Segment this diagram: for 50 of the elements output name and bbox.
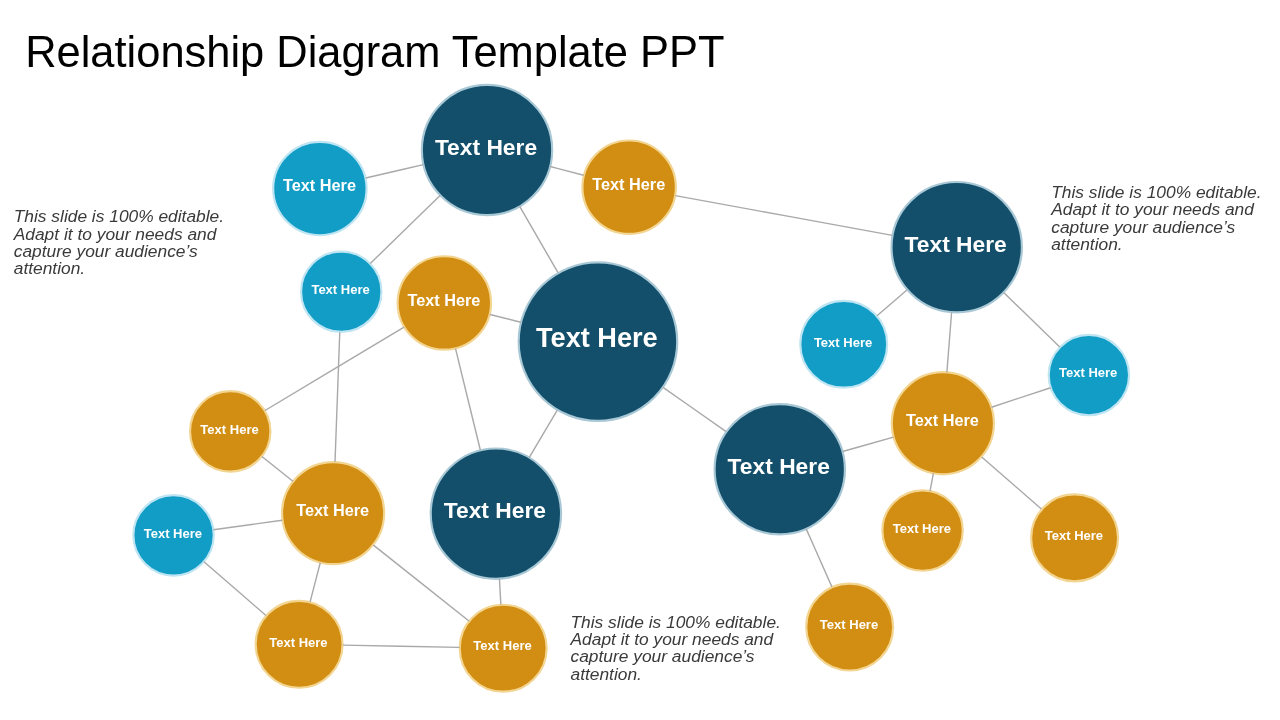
- connector: [365, 163, 425, 179]
- connector: [212, 519, 283, 531]
- connector: [528, 409, 559, 459]
- node-circle: Text Here: [890, 180, 1023, 314]
- connector: [929, 472, 935, 492]
- connector: [1002, 291, 1061, 348]
- connector: [261, 455, 294, 482]
- node-circle: Text Here: [132, 494, 215, 577]
- node-circle: Text Here: [300, 250, 383, 333]
- connector: [342, 644, 461, 649]
- label: This slide is 100% editable. Adapt it to your needs and capture your audience’s attention.: [1051, 182, 1262, 255]
- connector: [990, 387, 1052, 408]
- connector: [805, 528, 833, 588]
- connector: [980, 456, 1043, 510]
- connector: [662, 386, 727, 433]
- node-circle: Text Here: [805, 582, 895, 672]
- diagram-title: Relationship Diagram Template PPT: [25, 28, 725, 77]
- node-circle: Text Here: [881, 489, 964, 572]
- connector: [876, 289, 908, 317]
- connector: [309, 562, 321, 603]
- node-circle: Text Here: [429, 447, 563, 580]
- connector: [549, 165, 585, 176]
- node-circle: Text Here: [799, 299, 889, 389]
- connector: [372, 544, 470, 622]
- connector: [841, 436, 895, 453]
- node-circle: Text Here: [517, 261, 679, 423]
- node-circle: Text Here: [420, 83, 554, 217]
- node-circle: Text Here: [458, 603, 548, 693]
- node-circle: Text Here: [272, 140, 368, 237]
- node-circle: Text Here: [1047, 333, 1131, 417]
- connector: [454, 347, 482, 451]
- connector: [674, 194, 894, 237]
- connector: [498, 578, 502, 606]
- node-circle: Text Here: [581, 139, 677, 235]
- node-circle: Text Here: [254, 599, 344, 689]
- connector: [203, 561, 267, 617]
- connector: [489, 313, 522, 323]
- connector: [946, 311, 953, 373]
- node-circle: Text Here: [1030, 493, 1120, 583]
- node-circle: Text Here: [713, 402, 846, 536]
- label: This slide is 100% editable. Adapt it to your needs and capture your audience’s attention.: [13, 206, 225, 279]
- node-circle: Text Here: [281, 460, 386, 566]
- connector: [369, 194, 441, 265]
- connector: [264, 326, 405, 412]
- node-circle: Text Here: [890, 371, 995, 476]
- node-circle: Text Here: [188, 390, 272, 473]
- node-circle: Text Here: [396, 255, 493, 351]
- label: This slide is 100% editable. Adapt it to your needs and capture your audience’s attention.: [570, 611, 781, 684]
- connector: [334, 331, 341, 463]
- connector: [519, 205, 559, 274]
